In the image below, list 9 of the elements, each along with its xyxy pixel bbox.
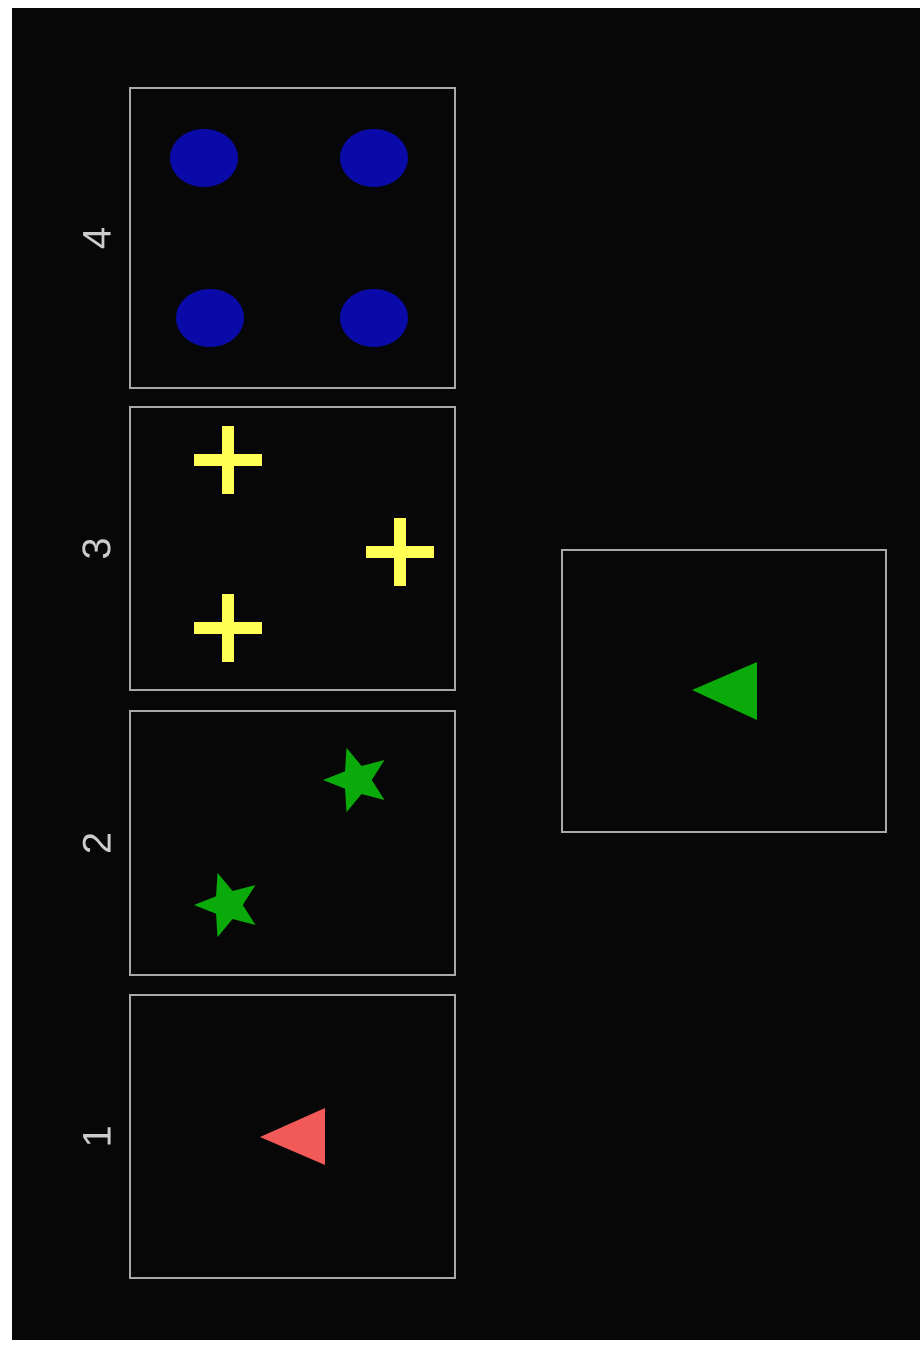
node-label: 3 [82,539,111,559]
node-label: 2 [82,833,111,853]
empty-panel [561,549,887,833]
node-label: 4 [83,228,111,249]
node-label: 1 [83,1127,111,1145]
numbered-panel: 3 [82,406,456,691]
numbered-panel: 2 [82,710,456,976]
numbered-panel: 1 [83,994,456,1279]
numbered-panel: 4 [83,87,456,389]
